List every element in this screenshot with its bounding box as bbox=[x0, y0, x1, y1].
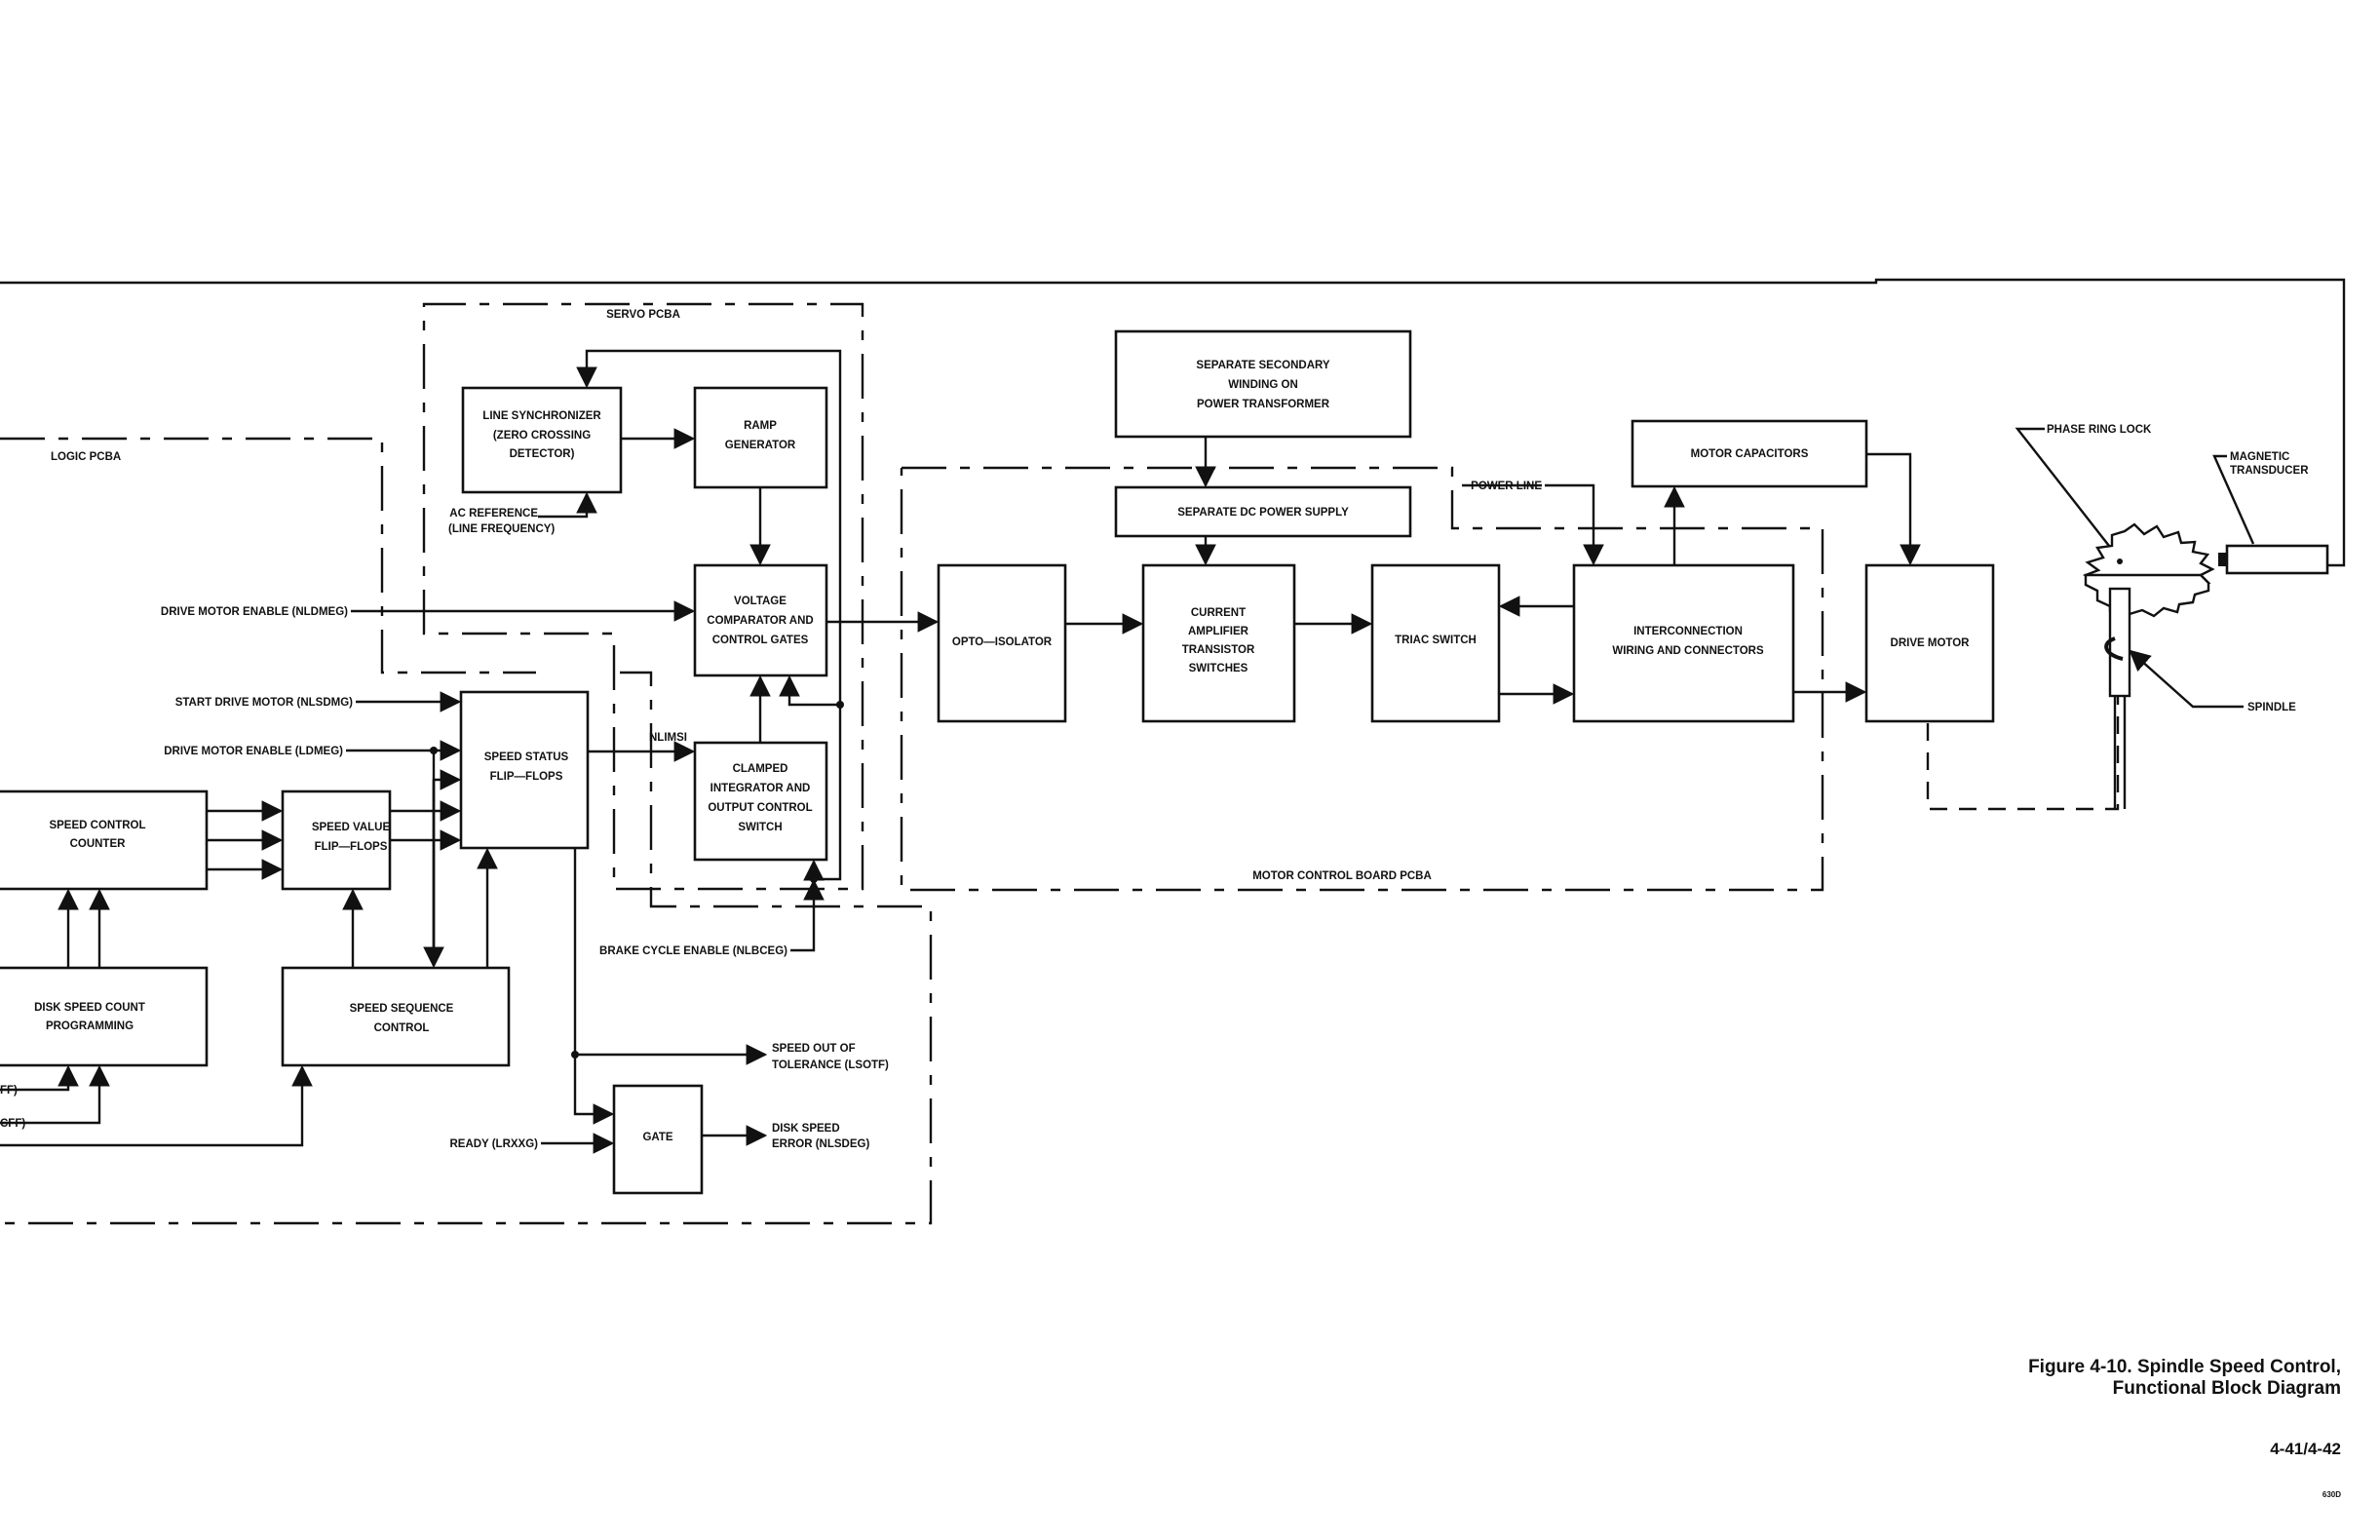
logic-pcba-boundary bbox=[0, 437, 933, 1225]
motor-control-pcba-boundary bbox=[900, 466, 1824, 892]
nlimsi-label: NLIMSI bbox=[649, 732, 687, 744]
figure-caption-line-2: Functional Block Diagram bbox=[2113, 1378, 2341, 1399]
start-drive-label: START DRIVE MOTOR (NLSDMG) bbox=[175, 697, 353, 709]
speed-out-tol-label-2: TOLERANCE (LSOTF) bbox=[772, 1059, 889, 1071]
ramp-gen-label-2: GENERATOR bbox=[725, 440, 796, 451]
disk-speed-err-label-2: ERROR (NLSDEG) bbox=[772, 1138, 869, 1150]
transducer-feedback-line bbox=[0, 278, 2346, 567]
interconnect-label-2: WIRING AND CONNECTORS bbox=[1612, 645, 1764, 657]
speed-status-label-1: SPEED STATUS bbox=[484, 751, 569, 763]
brake-label: BRAKE CYCLE ENABLE (NLBCEG) bbox=[599, 945, 787, 957]
separate-secondary-block bbox=[1114, 329, 1412, 439]
line-synchronizer-block bbox=[461, 386, 623, 494]
speed-seq-label-2: CONTROL bbox=[374, 1022, 430, 1034]
volt-comp-label-1: VOLTAGE bbox=[734, 596, 787, 607]
pointer-lines bbox=[1462, 427, 2255, 709]
line-sync-label-1: LINE SYNCHRONIZER bbox=[482, 410, 601, 422]
cff-label: CFF) bbox=[0, 1118, 25, 1130]
volt-comp-label-3: CONTROL GATES bbox=[712, 635, 809, 646]
mag-transducer-label-1: MAGNETIC bbox=[2230, 451, 2289, 463]
current-amplifier-block bbox=[1141, 563, 1296, 723]
speed-sequence-block bbox=[281, 966, 511, 1067]
sep-secondary-label-2: WINDING ON bbox=[1228, 379, 1298, 391]
servo-connections bbox=[351, 349, 940, 952]
power-line-label: POWER LINE bbox=[1471, 481, 1542, 492]
spindle-icon bbox=[2104, 587, 2131, 809]
phase-ring-label: PHASE RING LOCK bbox=[2047, 424, 2152, 436]
spindle-label: SPINDLE bbox=[2247, 702, 2296, 713]
clamped-label-4: SWITCH bbox=[738, 822, 782, 833]
opto-label: OPTO—ISOLATOR bbox=[952, 636, 1053, 648]
current-amp-label-2: AMPLIFIER bbox=[1188, 626, 1249, 637]
ramp-gen-label-1: RAMP bbox=[744, 420, 777, 432]
figure-caption-line-1: Figure 4-10. Spindle Speed Control, bbox=[2028, 1357, 2341, 1377]
separate-dc-block bbox=[1114, 485, 1412, 538]
disk-speed-prog-label-2: PROGRAMMING bbox=[46, 1020, 134, 1032]
speed-status-label-2: FLIP—FLOPS bbox=[490, 771, 563, 783]
clamped-integrator-block bbox=[693, 741, 828, 862]
sep-dc-label: SEPARATE DC POWER SUPPLY bbox=[1177, 507, 1349, 519]
disk-speed-count-block bbox=[0, 966, 209, 1067]
drive-motor-label: DRIVE MOTOR bbox=[1891, 637, 1971, 649]
current-amp-label-4: SWITCHES bbox=[1189, 663, 1248, 674]
speed-control-counter-block bbox=[0, 789, 209, 891]
line-sync-label-2: (ZERO CROSSING bbox=[493, 430, 591, 442]
speed-ctrl-counter-label-1: SPEED CONTROL bbox=[49, 820, 145, 831]
logic-pcba-label: LOGIC PCBA bbox=[51, 451, 121, 463]
clamped-label-1: CLAMPED bbox=[733, 763, 788, 775]
line-sync-label-3: DETECTOR) bbox=[510, 448, 575, 460]
servo-pcba-label: SERVO PCBA bbox=[606, 309, 680, 321]
current-amp-label-3: TRANSISTOR bbox=[1182, 644, 1255, 656]
speed-out-tol-label-1: SPEED OUT OF bbox=[772, 1043, 856, 1055]
servo-pcba-boundary bbox=[422, 302, 864, 891]
disk-speed-prog-label-1: DISK SPEED COUNT bbox=[34, 1002, 145, 1014]
logic-connections bbox=[0, 691, 768, 1154]
disk-speed-err-label-1: DISK SPEED bbox=[772, 1123, 840, 1135]
clamped-label-3: OUTPUT CONTROL bbox=[708, 802, 812, 814]
motor-control-pcba-label: MOTOR CONTROL BOARD PCBA bbox=[1252, 870, 1432, 882]
gate-block bbox=[612, 1084, 704, 1195]
current-amp-label-1: CURRENT bbox=[1191, 607, 1246, 619]
motor-control-connections bbox=[1065, 437, 2120, 811]
gate-label: GATE bbox=[642, 1132, 672, 1143]
magnetic-transducer-icon bbox=[2218, 544, 2329, 575]
motor-capacitors-block bbox=[1631, 419, 1868, 488]
figure-code: 630D bbox=[2322, 1490, 2341, 1499]
interconnection-block bbox=[1572, 563, 1795, 723]
volt-comp-label-2: COMPARATOR AND bbox=[707, 615, 813, 627]
sep-secondary-label-3: POWER TRANSFORMER bbox=[1197, 399, 1330, 410]
speed-value-label-2: FLIP—FLOPS bbox=[315, 841, 388, 853]
speed-status-block bbox=[459, 690, 590, 850]
ac-ref-label-2: (LINE FREQUENCY) bbox=[448, 523, 555, 535]
interconnect-label-1: INTERCONNECTION bbox=[1633, 626, 1743, 637]
clamped-label-2: INTEGRATOR AND bbox=[710, 783, 811, 794]
page-number: 4-41/4-42 bbox=[2270, 1440, 2341, 1458]
triac-switch-block bbox=[1370, 563, 1501, 723]
drive-enable-l-label: DRIVE MOTOR ENABLE (LDMEG) bbox=[164, 746, 343, 757]
motor-caps-label: MOTOR CAPACITORS bbox=[1691, 448, 1809, 460]
ff-label: FF) bbox=[0, 1085, 18, 1097]
speed-value-block bbox=[281, 789, 392, 891]
speed-ctrl-counter-label-2: COUNTER bbox=[70, 838, 127, 850]
opto-isolator-block bbox=[937, 563, 1067, 723]
ready-label: READY (LRXXG) bbox=[449, 1138, 538, 1150]
drive-motor-block bbox=[1864, 563, 1995, 723]
phase-ring-icon bbox=[2082, 522, 2215, 618]
drive-enable-nl-label: DRIVE MOTOR ENABLE (NLDMEG) bbox=[161, 606, 348, 618]
speed-value-label-1: SPEED VALUE bbox=[312, 822, 391, 833]
speed-seq-label-1: SPEED SEQUENCE bbox=[350, 1003, 454, 1015]
sep-secondary-label-1: SEPARATE SECONDARY bbox=[1196, 360, 1329, 371]
triac-label: TRIAC SWITCH bbox=[1395, 635, 1477, 646]
mag-transducer-label-2: TRANSDUCER bbox=[2230, 465, 2309, 477]
ramp-generator-block bbox=[693, 386, 828, 489]
ac-ref-label-1: AC REFERENCE bbox=[449, 508, 538, 520]
